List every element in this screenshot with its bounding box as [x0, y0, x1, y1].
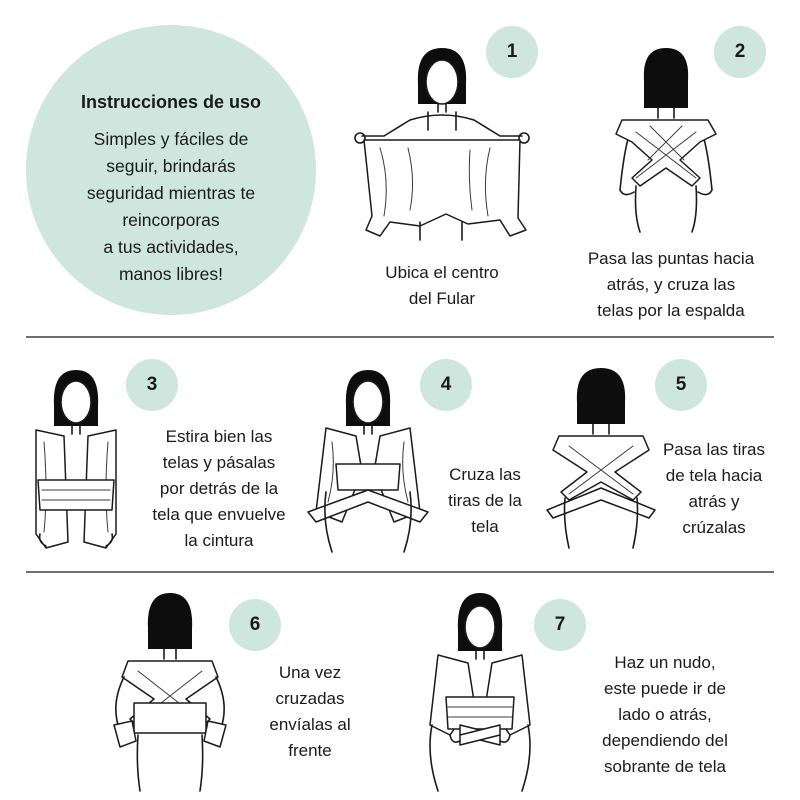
step-5-text: Pasa las tiras de tela hacia atrás y crú… [662, 440, 766, 537]
step-2-illustration [615, 48, 717, 233]
step-6-text: Una vez cruzadas envíalas al frente [269, 663, 351, 760]
step-5-illustration [546, 368, 656, 549]
step-7-badge: 7 [534, 599, 586, 651]
step-1-illustration [354, 48, 530, 241]
step-1-text: Ubica el centro del Fular [385, 263, 499, 308]
divider-bottom [26, 571, 774, 573]
divider-top [26, 336, 774, 338]
step-6-illustration [113, 593, 227, 792]
step-7-illustration [429, 593, 531, 792]
step-3-illustration [35, 370, 117, 549]
step-4-badge: 4 [420, 359, 472, 411]
step-3-text: Estira bien las telas y pásalas por detr… [152, 427, 286, 550]
step-1-badge: 1 [486, 26, 538, 78]
step-4-illustration [307, 370, 429, 553]
step-2-text: Pasa las puntas hacia atrás, y cruza las… [587, 249, 755, 320]
intro-circle [26, 25, 316, 315]
intro-body: Simples y fáciles de seguir, brindarás s… [86, 129, 256, 284]
step-5-badge: 5 [655, 359, 707, 411]
step-6-badge: 6 [229, 599, 281, 651]
intro-title: Instrucciones de uso [80, 92, 262, 112]
step-7-text: Haz un nudo, este puede ir de lado o atr… [602, 653, 728, 776]
step-2-badge: 2 [714, 26, 766, 78]
step-3-badge: 3 [126, 359, 178, 411]
step-4-text: Cruza las tiras de la tela [448, 465, 522, 536]
